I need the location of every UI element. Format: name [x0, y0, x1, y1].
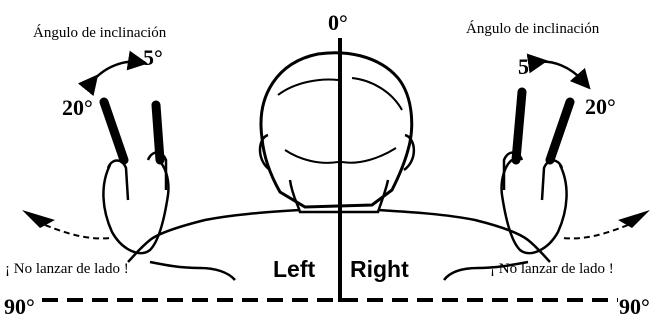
left-finger-1 [108, 161, 128, 201]
right-side-dash [563, 225, 628, 238]
right-dart-20 [550, 102, 570, 160]
left-tilt-label: Ángulo de inclinación [33, 26, 166, 41]
right-tilt-arrow [538, 62, 584, 82]
right-tilt-label: Ángulo de inclinación [466, 22, 599, 37]
left-shoulder-arm [128, 210, 300, 262]
left-angle-5: 5° [143, 47, 163, 69]
left-angle-20: 20° [62, 97, 93, 119]
right-side-dart [618, 210, 650, 228]
left-dart-5 [156, 105, 160, 160]
left-arm-lower [150, 262, 235, 280]
left-side-dart [22, 210, 55, 228]
right-warning: ¡ No lanzar de lado ! [490, 262, 614, 277]
right-angle-90: 90° [619, 296, 650, 318]
ears [260, 135, 414, 170]
right-angle-20: 20° [585, 96, 616, 118]
left-tilt-arrow [92, 62, 138, 82]
left-dart-20 [104, 102, 124, 160]
head-outline [261, 53, 412, 207]
right-shoulder-arm [378, 210, 550, 262]
right-finger-1 [542, 161, 562, 201]
left-angle-90: 90° [4, 296, 35, 318]
left-side-label: Left [273, 258, 315, 281]
left-forearm [103, 160, 168, 253]
right-forearm [502, 160, 567, 253]
right-angle-5: 5° [518, 56, 538, 78]
right-side-label: Right [350, 258, 409, 281]
right-dart-5 [516, 92, 522, 160]
top-zero-angle: 0° [328, 12, 348, 34]
left-side-dash [45, 225, 110, 238]
left-warning: ¡ No lanzar de lado ! [5, 262, 129, 277]
